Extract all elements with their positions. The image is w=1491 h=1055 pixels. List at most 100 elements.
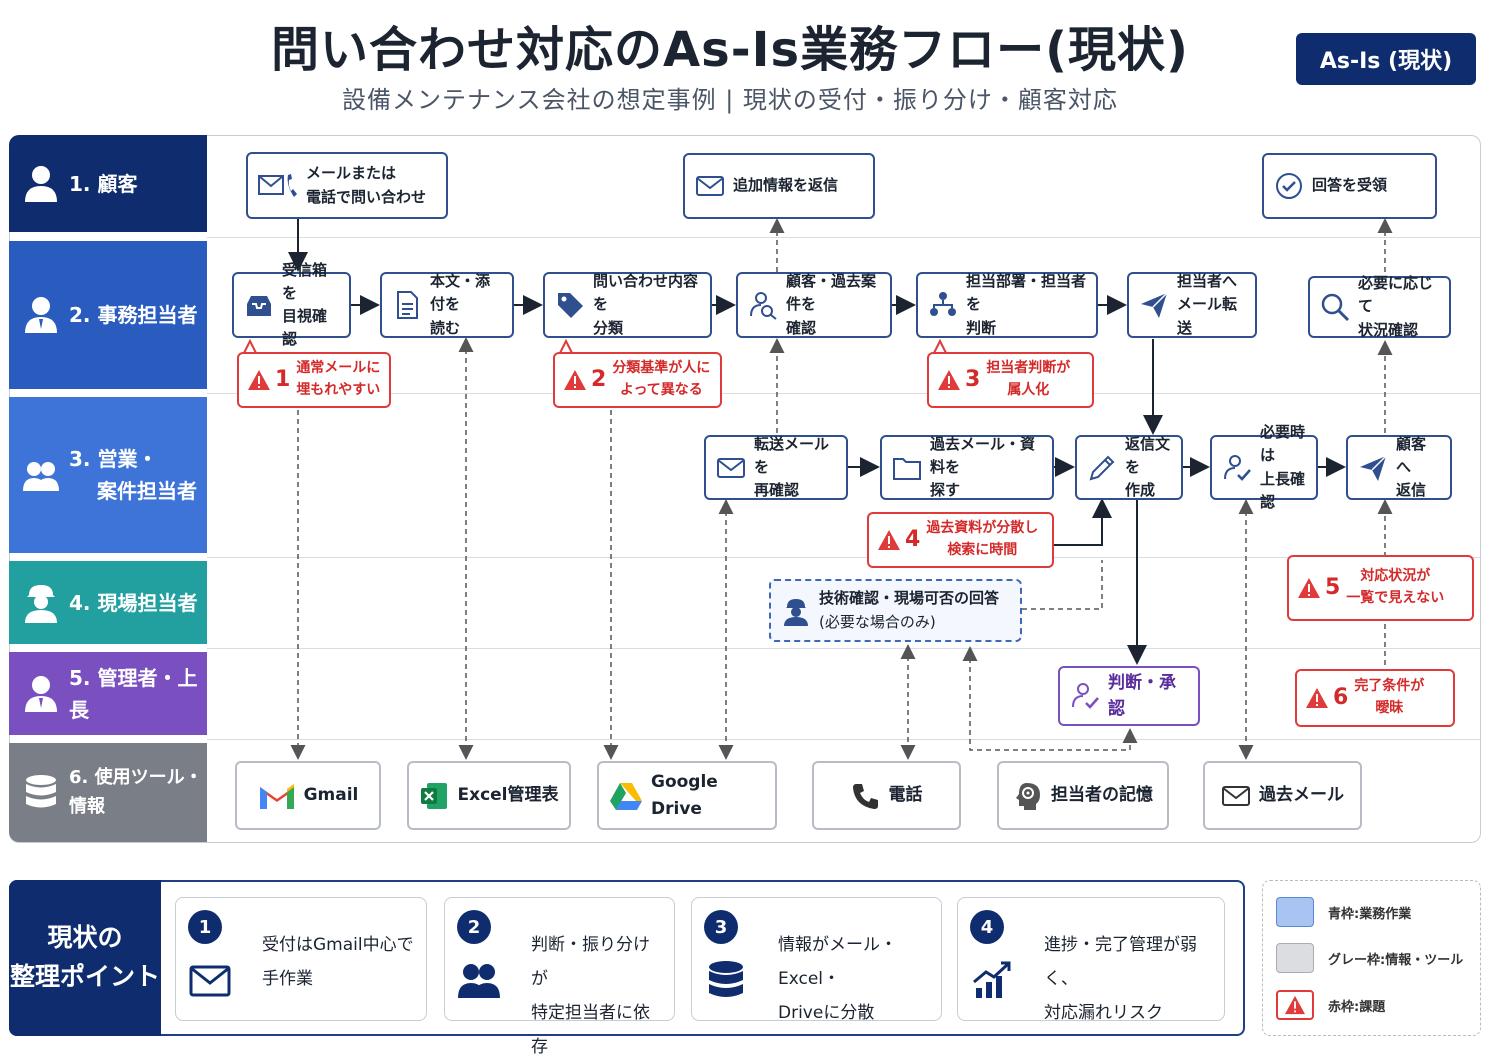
mail-icon	[696, 176, 724, 196]
page-subtitle: 設備メンテナンス会社の想定事例 | 現状の受付・振り分け・顧客対応	[342, 86, 1118, 114]
lane-label-text: 6. 使用ツール・情報	[69, 766, 203, 817]
database-icon	[709, 961, 743, 997]
issue-4: 4 過去資料が分散し検索に時間	[867, 512, 1054, 568]
issue-3: 3 担当者判断が属人化	[927, 352, 1094, 408]
legend-swatch	[1276, 990, 1314, 1020]
tool-past-mail: 過去メール	[1203, 761, 1362, 830]
lane-office-staff: 2. 事務担当者	[9, 241, 207, 389]
google-drive-icon	[610, 782, 642, 810]
person-icon	[25, 165, 57, 202]
inbox-icon	[247, 296, 271, 316]
lane-divider	[207, 648, 1480, 649]
key-points-title-text: 現状の	[47, 923, 123, 953]
legend-item: 青枠:業務作業	[1276, 897, 1411, 927]
lane-divider	[207, 739, 1480, 740]
worker-icon	[25, 584, 57, 623]
document-icon	[397, 291, 418, 319]
org-chart-icon	[930, 292, 956, 316]
node-text: メール転送	[1177, 295, 1238, 337]
node-text: 担当部署・担当者を	[966, 272, 1087, 314]
mail-icon	[1222, 785, 1250, 806]
legend-swatch	[1276, 943, 1314, 973]
send-icon	[1141, 292, 1168, 318]
tool-label: 過去メール	[1259, 785, 1344, 806]
issue-text: 過去資料が分散し	[926, 520, 1039, 537]
node-search-past: 過去メール・資料を探す	[880, 435, 1054, 500]
issue-text: よって異なる	[619, 382, 703, 398]
chart-up-icon	[973, 961, 1011, 998]
node-text: 転送メールを	[754, 434, 830, 476]
node-boss-check: 必要時は上長確認	[1210, 423, 1318, 511]
page-title: 問い合わせ対応のAs-Is業務フロー(現状)	[271, 22, 1189, 78]
lane-label-text: 5. 管理者・上長	[69, 665, 198, 722]
point-number: 4	[970, 910, 1004, 944]
lane-sales: 3. 営業・ 案件担当者	[9, 397, 207, 553]
legend-item: 赤枠:課題	[1276, 990, 1385, 1020]
point-card: 1 受付はGmail中心で手作業	[175, 897, 427, 1021]
node-text: 必要時は	[1260, 423, 1306, 465]
issue-number: 4	[905, 526, 921, 552]
issue-5: 5 対応状況が一覧で見えない	[1287, 555, 1474, 621]
warning-icon	[1285, 995, 1305, 1015]
legend-swatch	[1276, 897, 1314, 927]
node-receive-answer: 回答を受領	[1262, 153, 1437, 219]
issue-text: 分類基準が人に	[612, 360, 711, 377]
node-text: 探す	[930, 481, 961, 500]
node-classify: 問い合わせ内容を分類	[543, 272, 712, 338]
point-number: 3	[704, 910, 738, 944]
issue-number: 2	[591, 366, 607, 392]
database-icon	[26, 774, 56, 807]
phone-icon	[852, 783, 878, 809]
node-inquiry: メールまたは電話で問い合わせ	[246, 152, 448, 219]
lane-manager: 5. 管理者・上長	[9, 652, 207, 735]
tool-label: Excel管理表	[457, 785, 559, 806]
person-check-icon	[1072, 683, 1099, 709]
node-text: メールまたは	[306, 164, 397, 183]
node-send-info: 追加情報を返信	[683, 153, 875, 219]
search-icon	[1321, 293, 1350, 322]
lane-label-text: 3. 営業・	[69, 447, 158, 471]
node-text: 作成	[1125, 481, 1156, 500]
worker-icon	[784, 598, 808, 626]
lane-divider	[207, 393, 1480, 394]
lane-label-text: 2. 事務担当者	[69, 303, 198, 327]
node-text: 返信文を	[1125, 434, 1171, 476]
point-number: 1	[188, 910, 222, 944]
brain-head-icon	[1016, 782, 1040, 810]
lane-divider	[207, 237, 1480, 238]
lane-divider	[207, 557, 1480, 558]
node-draft-reply: 返信文を作成	[1075, 435, 1183, 500]
point-text: 手作業	[262, 969, 313, 989]
point-number: 2	[457, 910, 491, 944]
legend	[1262, 880, 1481, 1036]
node-text: 判断	[966, 318, 997, 337]
tag-icon	[558, 293, 583, 318]
node-text: 状況確認	[1358, 320, 1419, 339]
node-reply-customer: 顧客へ返信	[1346, 435, 1452, 500]
point-text: 受付はGmail中心で	[262, 935, 414, 955]
node-read-body: 本文・添付を読む	[380, 272, 514, 338]
person-icon	[25, 297, 57, 333]
lane-customer: 1. 顧客	[9, 135, 207, 232]
issue-text: 検索に時間	[947, 542, 1018, 558]
node-text: 追加情報を返信	[733, 176, 839, 195]
mail-phone-icon	[258, 173, 297, 197]
tool-google-drive: Google Drive	[597, 761, 777, 830]
point-text: 特定担当者に依存	[531, 1003, 650, 1055]
tool-memory: 担当者の記憶	[997, 761, 1169, 830]
person-check-icon	[1224, 454, 1251, 481]
lane-field-staff: 4. 現場担当者	[9, 561, 207, 644]
node-status-check: 必要に応じて状況確認	[1308, 274, 1451, 339]
node-text: 担当者へ	[1177, 272, 1238, 291]
node-text: 分類	[593, 318, 624, 337]
people-icon	[458, 964, 500, 998]
lane-label-text: 4. 現場担当者	[69, 590, 198, 615]
tool-excel: Excel管理表	[407, 761, 571, 830]
folder-icon	[893, 457, 921, 480]
warning-icon	[1306, 688, 1328, 708]
point-card: 3 情報がメール・Excel・Driveに分散	[691, 897, 942, 1023]
warning-icon	[938, 370, 960, 390]
pencil-icon	[1089, 455, 1115, 480]
node-text: 読む	[430, 318, 461, 337]
point-text: 判断・振り分けが	[531, 935, 650, 989]
